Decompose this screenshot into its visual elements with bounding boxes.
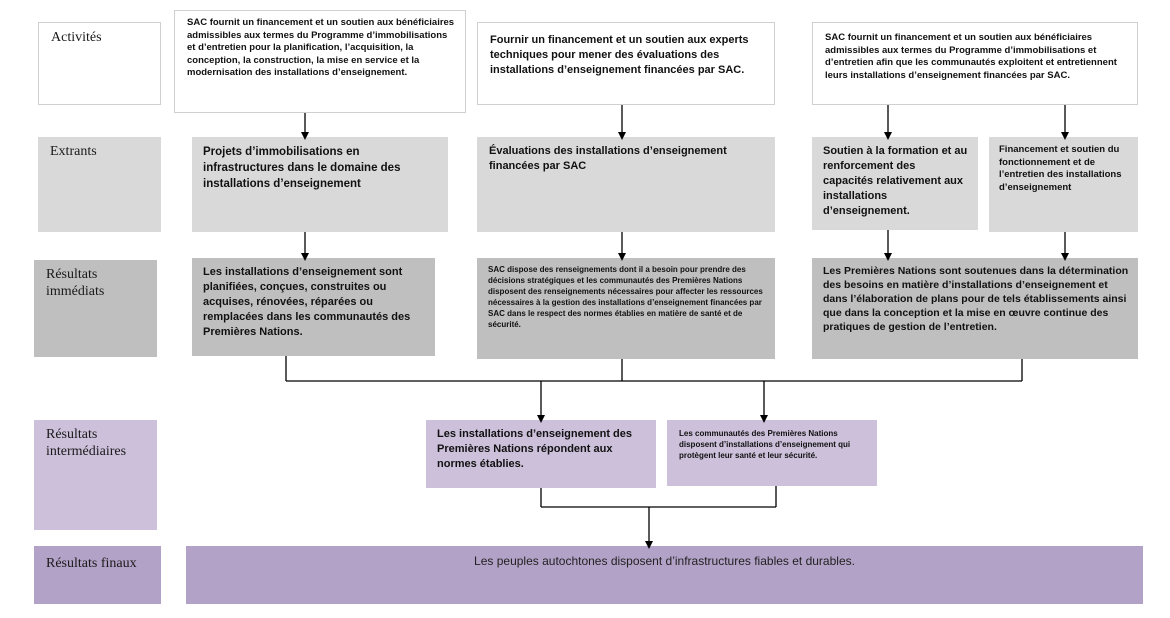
intermediate-outcome-text: Les installations d’enseignement des Pre… (437, 428, 632, 470)
activity-box-1: SAC fournit un financement et un soutien… (174, 10, 466, 113)
immediate-outcome-text: Les Premières Nations sont soutenues dan… (823, 265, 1129, 333)
activity-text: SAC fournit un financement et un soutien… (825, 32, 1117, 81)
immediate-outcome-box-1: Les installations d’enseignement sont pl… (192, 258, 435, 356)
output-box-2: Évaluations des installations d’enseigne… (477, 137, 775, 232)
activity-box-2: Fournir un financement et un soutien aux… (477, 22, 775, 105)
row-label-activites: Activités (38, 22, 161, 105)
activity-box-3: SAC fournit un financement et un soutien… (812, 22, 1138, 105)
row-label-text: Résultats immédiats (46, 267, 105, 299)
intermediate-outcome-box-2: Les communautés des Premières Nations di… (667, 420, 877, 486)
output-text: Projets d’immobilisations en infrastruct… (203, 146, 401, 190)
output-box-3: Soutien à la formation et au renforcemen… (812, 137, 978, 230)
immediate-outcome-box-3: Les Premières Nations sont soutenues dan… (812, 258, 1138, 359)
immediate-outcome-text: Les installations d’enseignement sont pl… (203, 266, 411, 338)
output-text: Soutien à la formation et au renforcemen… (823, 145, 968, 217)
output-box-1: Projets d’immobilisations en infrastruct… (192, 137, 448, 232)
immediate-outcome-text: SAC dispose des renseignements dont il a… (488, 265, 763, 329)
intermediate-outcome-text: Les communautés des Premières Nations di… (679, 429, 851, 460)
row-label-finaux: Résultats finaux (34, 546, 161, 604)
row-label-text: Activités (51, 30, 102, 45)
immediate-outcome-box-2: SAC dispose des renseignements dont il a… (477, 258, 775, 359)
intermediate-outcome-box-1: Les installations d’enseignement des Pre… (426, 420, 656, 488)
row-label-text: Extrants (50, 144, 97, 159)
final-outcome-text: Les peuples autochtones disposent d’infr… (474, 554, 855, 568)
row-label-immediats: Résultats immédiats (34, 260, 157, 357)
row-label-extrants: Extrants (38, 137, 161, 232)
row-label-intermediaires: Résultats intermédiaires (34, 420, 157, 530)
activity-text: Fournir un financement et un soutien aux… (490, 34, 749, 76)
row-label-text: Résultats finaux (46, 556, 137, 571)
output-text: Évaluations des installations d’enseigne… (489, 145, 727, 172)
output-text: Financement et soutien du fonctionnement… (999, 144, 1122, 193)
final-outcome-box: Les peuples autochtones disposent d’infr… (186, 546, 1143, 604)
activity-text: SAC fournit un financement et un soutien… (187, 17, 455, 78)
output-box-4: Financement et soutien du fonctionnement… (989, 137, 1138, 232)
row-label-text: Résultats intermédiaires (46, 427, 127, 459)
